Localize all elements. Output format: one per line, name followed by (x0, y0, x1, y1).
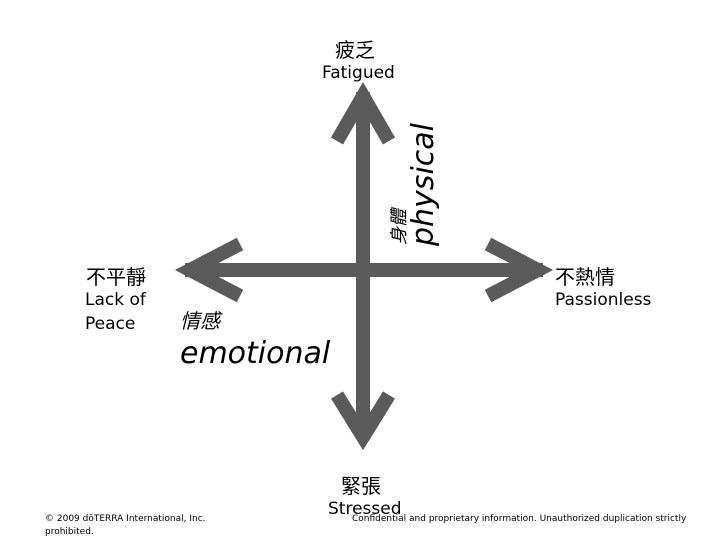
arrow-left-head (174, 237, 244, 303)
bottom-label-chinese: 緊張 (341, 474, 381, 498)
arrow-up-head (330, 82, 396, 145)
confidential-notice: Confidential and proprietary information… (352, 514, 687, 524)
left-label-english-line2: Peace (85, 314, 136, 334)
bottom-label-english: Stressed (328, 499, 402, 519)
top-label-english: Fatigued (322, 63, 395, 83)
left-label-english-line1: Lack of (85, 290, 146, 310)
right-label-english: Passionless (555, 290, 652, 310)
copyright-text-cont: prohibited. (45, 527, 94, 537)
top-label-chinese: 疲乏 (335, 38, 375, 62)
arrow-down-head (331, 391, 395, 451)
left-label-chinese: 不平靜 (86, 265, 146, 289)
horizontal-axis-label-chinese: 情感 (180, 309, 220, 333)
arrow-right-head (484, 237, 554, 303)
right-label-chinese: 不熱情 (555, 265, 615, 289)
horizontal-axis-label-english: emotional (180, 336, 331, 371)
copyright-text: © 2009 dōTERRA International, Inc. (45, 514, 206, 524)
vertical-axis-label-chinese: 身體 (389, 209, 410, 245)
